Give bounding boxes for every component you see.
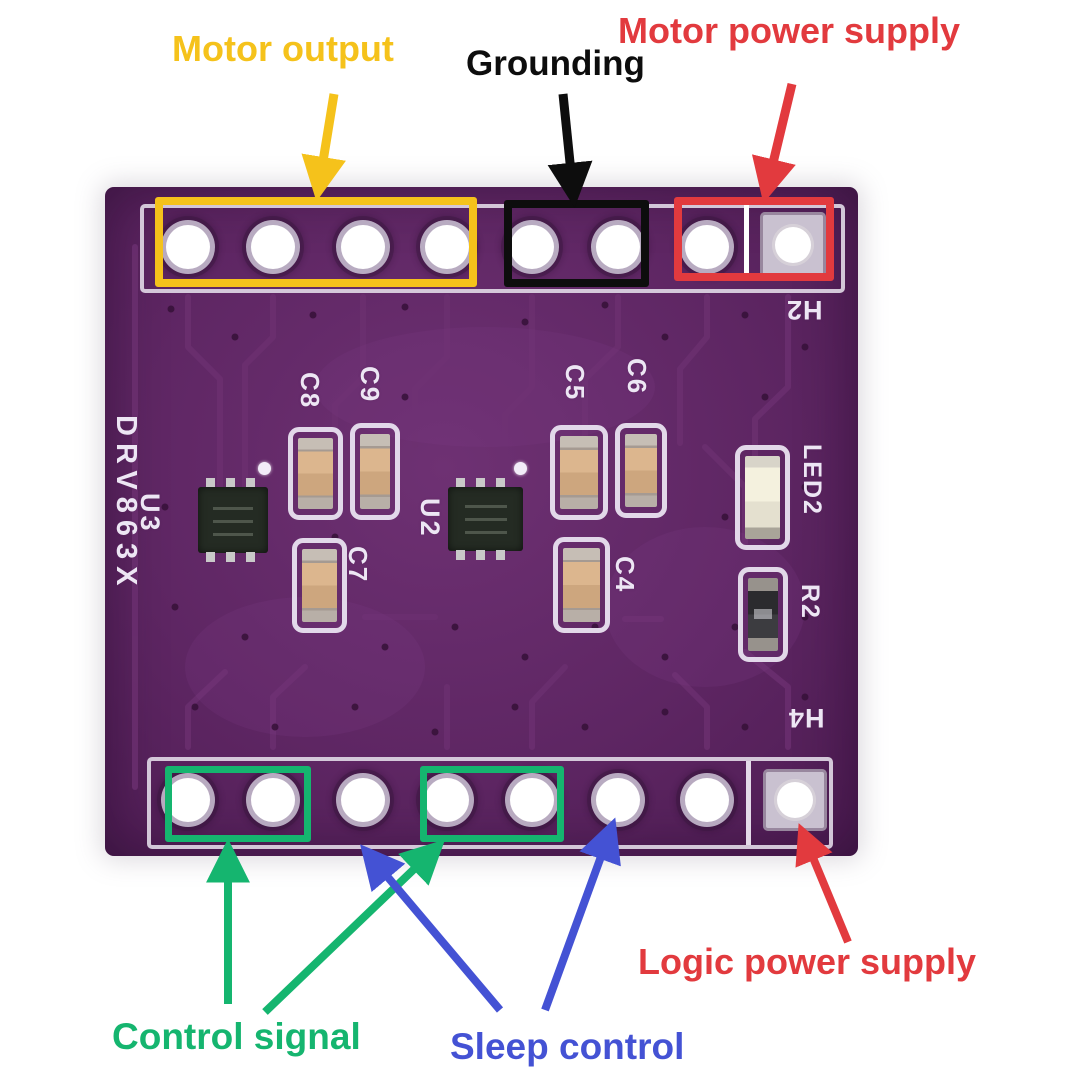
control-signal-label: Control signal [112,1016,361,1057]
resistor-r2 [738,567,788,662]
sleep-control-arrow-2 [541,817,621,1012]
capacitor-c6 [615,423,667,518]
ref-r2: R2 [796,584,824,620]
pin-hole [510,778,554,822]
ref-u3: U3 [135,493,165,534]
square-pad-bottom [763,769,827,831]
pin-hole [685,225,729,269]
motor-output-arrow [301,93,346,202]
capacitor-c8 [288,427,343,520]
control-signal-box-2 [420,766,564,842]
grounding-label: Grounding [466,44,645,83]
ref-header-bottom: H4 [788,703,825,733]
capacitor-c9 [350,423,400,520]
control-signal-arrow-2 [262,839,446,1015]
pin-hole [510,225,554,269]
ref-c9: C9 [355,366,385,404]
pin-hole [685,778,729,822]
bottom-header-divider [746,761,751,845]
ref-led2: LED2 [798,444,826,516]
control-signal-box-1 [165,766,311,842]
pin-hole [425,225,469,269]
pin-hole [251,778,295,822]
ic-u2 [448,478,523,560]
ref-c5: C5 [560,364,590,402]
pcb-board: DRV863X U3 U2 C8 C9 C7 C5 C6 C4 LED2 R2 … [105,187,858,856]
top-header-silkscreen [140,204,845,293]
pin1-dot-u3 [258,462,271,475]
motor-power-box-divider [744,205,749,273]
pin-hole [166,778,210,822]
pin1-dot-u2 [514,462,527,475]
pin-hole [772,224,814,266]
pin-hole [596,778,640,822]
ref-u2: U2 [415,498,445,539]
led-led2 [735,445,790,550]
pin-hole [596,225,640,269]
motor-output-label: Motor output [172,28,394,69]
capacitor-c4 [553,537,610,633]
motor-output-box [155,197,477,287]
ref-c6: C6 [622,358,652,396]
capacitor-c5 [550,425,608,520]
sleep-control-arrow-1 [360,844,504,1013]
pin-hole [341,225,385,269]
pin-hole [251,225,295,269]
ic-u3 [198,478,268,562]
ref-header-top: H2 [786,295,823,325]
logic-power-supply-label: Logic power supply [638,941,977,982]
pin-hole [166,225,210,269]
motor-power-arrow [751,82,797,204]
grounding-box [504,200,649,287]
motor-power-supply-label: Motor power supply [618,10,960,51]
bottom-header-silkscreen [147,757,833,849]
capacitor-c7 [292,538,347,633]
ref-c4: C4 [610,556,640,594]
pin-hole [341,778,385,822]
pin-hole [774,779,816,821]
motor-power-box [674,197,834,281]
pin-hole [425,778,469,822]
sleep-control-label: Sleep control [450,1026,685,1067]
ref-c8: C8 [295,372,325,410]
grounding-arrow [547,93,593,208]
square-pad-top [760,212,826,278]
ref-c7: C7 [343,546,373,584]
